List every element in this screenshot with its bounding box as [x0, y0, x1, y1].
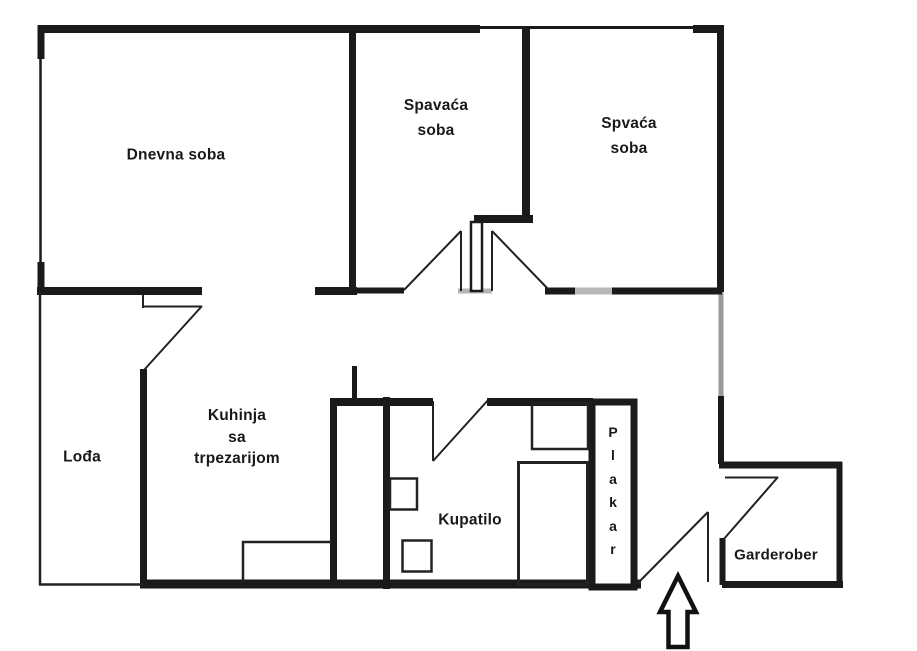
door-swing-bathroom [432, 398, 490, 462]
wall-stub-between-doors [469, 220, 484, 293]
kitchen-counter [241, 540, 332, 583]
door-swing-entrance [637, 511, 709, 584]
room-label-closet: P l a k a r [608, 423, 618, 557]
room-label-living-room: Dnevna soba [126, 146, 226, 164]
bathroom-counter [530, 401, 590, 451]
door-swing-wardrobe [722, 476, 779, 541]
door-swing-bedroom1 [403, 230, 462, 291]
entrance-arrow-icon [656, 570, 700, 650]
door-leaf [491, 230, 550, 291]
door-leaf [722, 476, 779, 541]
bathtub [517, 461, 589, 586]
door-leaf [403, 230, 462, 291]
toilet [388, 477, 419, 511]
door-leaf [143, 305, 203, 371]
closet-box [588, 398, 638, 591]
room-label-wardrobe: Garderober [734, 546, 818, 564]
room-label-bathroom: Kupatilo [438, 511, 502, 529]
door-leaf [637, 511, 709, 584]
room-label-bedroom-1: Spavaća soba [403, 97, 469, 139]
room-label-loggia: Lođa [63, 448, 101, 466]
room-label-bedroom-2: Spvaća soba [601, 115, 657, 157]
loggia-walls [38, 292, 144, 586]
door-swing-kitchen [142, 294, 203, 371]
sink [401, 539, 433, 573]
door-leaf [432, 398, 490, 462]
interior-walls [37, 26, 843, 591]
room-label-kitchen: Kuhinja sa trpezarijom [194, 406, 280, 467]
fixtures [241, 401, 590, 586]
door-swing-bedroom2 [491, 230, 550, 291]
doors [142, 230, 779, 584]
